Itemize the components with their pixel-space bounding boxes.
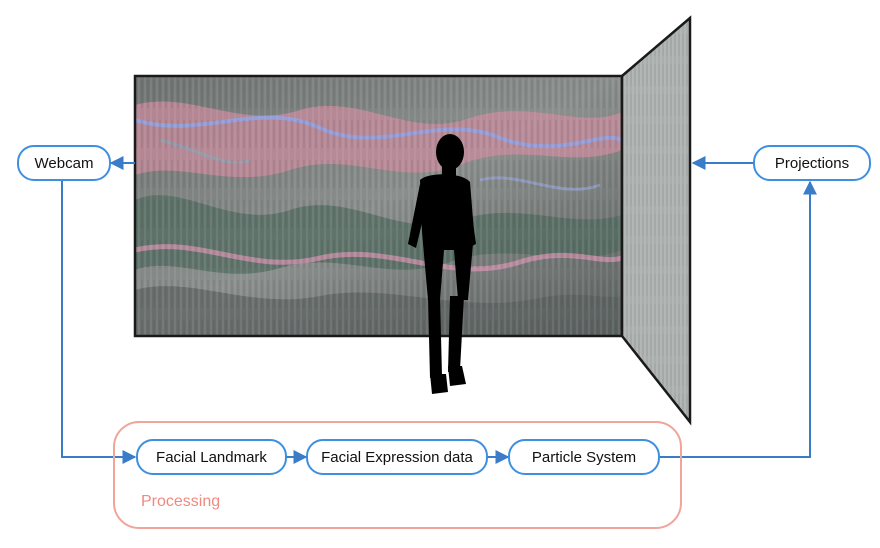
webcam-node: Webcam [17,145,111,181]
edge-webcam-to-landmark [61,180,137,464]
particle-system-node: Particle System [508,439,660,475]
facial-landmark-node: Facial Landmark [136,439,287,475]
projections-node: Projections [753,145,871,181]
projection-screen [133,74,624,338]
side-screen [620,15,692,426]
processing-group [113,421,682,529]
facial-expression-node: Facial Expression data [306,439,488,475]
connectors [61,156,817,464]
edge-particle-to-projections [660,180,817,458]
person-silhouette [408,134,476,394]
processing-label: Processing [141,493,221,510]
